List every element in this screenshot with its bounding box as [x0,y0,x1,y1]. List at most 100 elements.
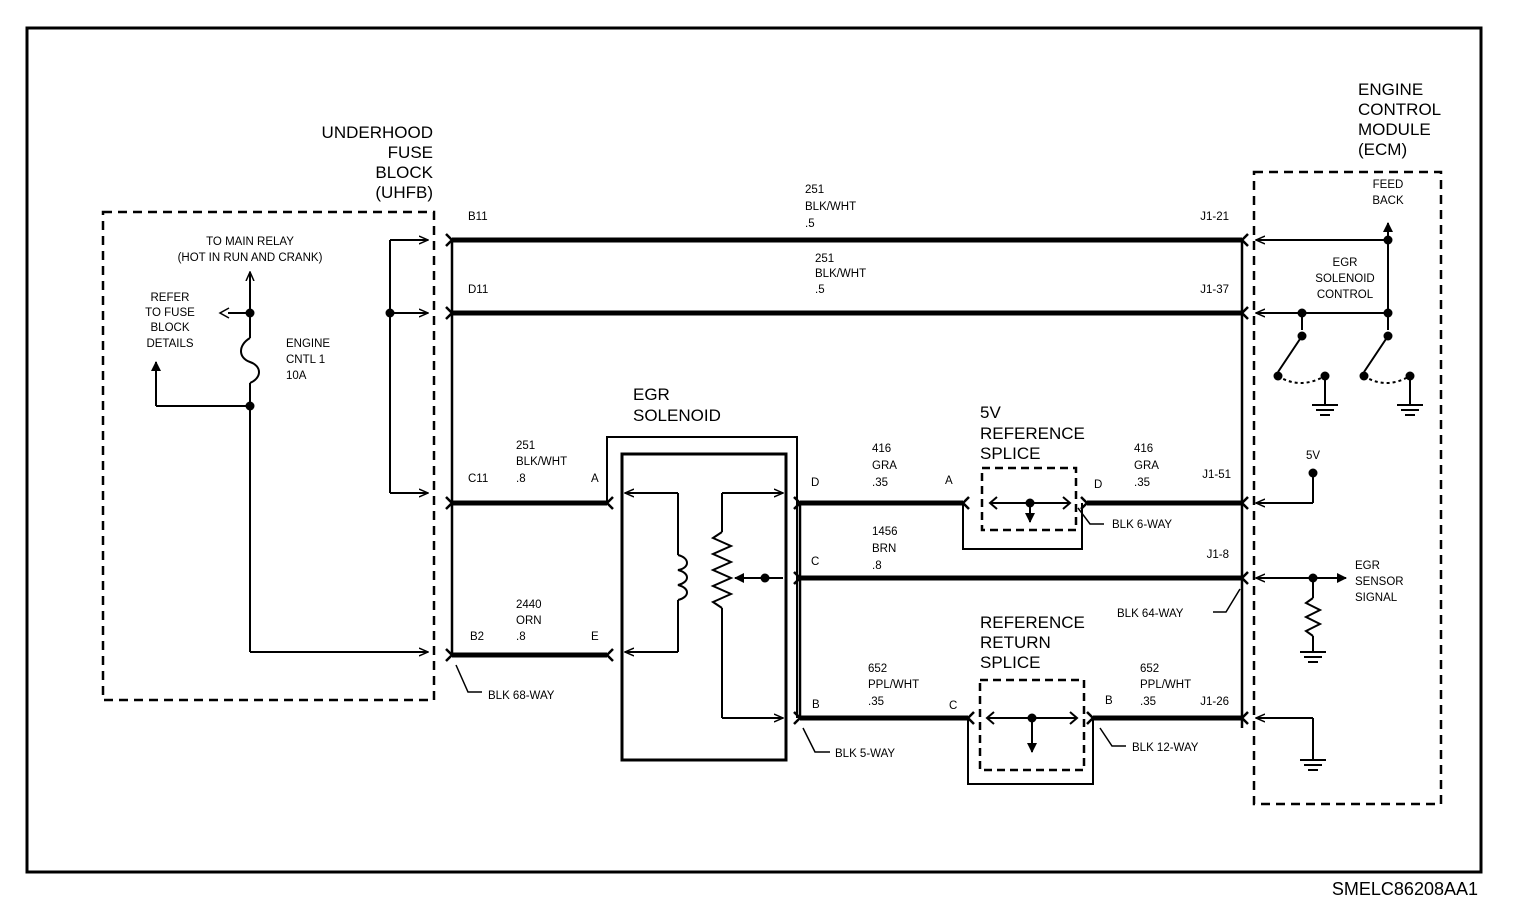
wire-label-c11: 251 BLK/WHT .8 [516,440,567,485]
svg-text:SPLICE: SPLICE [980,444,1040,463]
svg-text:SPLICE: SPLICE [980,653,1040,672]
diagram-frame [25,26,1483,874]
wire-label-b11: 251 BLK/WHT .5 [805,184,856,230]
uhfb-block [101,210,436,702]
svg-text:B: B [1105,695,1113,707]
svg-text:251: 251 [516,440,535,452]
svg-text:(HOT IN RUN AND CRANK): (HOT IN RUN AND CRANK) [178,252,323,264]
svg-text:GRA: GRA [872,460,897,472]
wire-label-d11: 251 BLK/WHT .5 [815,253,866,296]
connector-labels: BLK 68-WAY BLK 5-WAY BLK 6-WAY BLK 64-WA… [488,519,1199,760]
svg-text:PPL/WHT: PPL/WHT [1140,679,1191,691]
svg-text:REFERENCE: REFERENCE [980,613,1085,632]
egr-wiper-node [760,573,770,583]
svg-text:.8: .8 [872,560,882,572]
svg-text:BLOCK: BLOCK [151,322,190,334]
egr-solenoid-inner [620,452,788,762]
harness-wires [452,237,1242,721]
svg-text:D11: D11 [468,284,488,296]
svg-text:1456: 1456 [872,526,898,538]
svg-text:652: 652 [1140,663,1159,675]
svg-text:.35: .35 [872,477,888,489]
svg-text:BLK 64-WAY: BLK 64-WAY [1117,608,1184,620]
svg-text:BLK 6-WAY: BLK 6-WAY [1112,519,1172,531]
wire-label-416-left: 416 GRA .35 [872,443,897,489]
svg-text:BLK 68-WAY: BLK 68-WAY [488,690,555,702]
svg-text:.8: .8 [516,631,526,643]
egr-solenoid-title: EGR SOLENOID [633,385,721,425]
fuse-top-node [245,308,255,318]
ecm-internals [1256,222,1423,771]
svg-text:EGR: EGR [1355,560,1380,572]
svg-text:BRN: BRN [872,543,896,555]
svg-text:REFER: REFER [151,292,190,304]
svg-text:B2: B2 [470,631,484,643]
svg-text:UNDERHOOD: UNDERHOOD [322,123,433,142]
svg-text:BLK/WHT: BLK/WHT [815,268,866,280]
svg-text:BLK 12-WAY: BLK 12-WAY [1132,742,1199,754]
svg-text:MODULE: MODULE [1358,120,1431,139]
svg-text:EGR: EGR [1333,257,1358,269]
svg-text:251: 251 [815,253,834,265]
svg-text:(ECM): (ECM) [1358,140,1407,159]
svg-text:ENGINE: ENGINE [1358,80,1423,99]
connector-marks [445,233,1249,725]
svg-text:SIGNAL: SIGNAL [1355,592,1398,604]
svg-text:.35: .35 [868,696,884,708]
svg-text:J1-21: J1-21 [1200,211,1229,223]
ecm-title: ENGINE CONTROL MODULE (ECM) [1358,80,1441,159]
svg-text:B: B [812,699,820,711]
svg-text:.5: .5 [815,284,825,296]
svg-text:251: 251 [805,184,824,196]
connector-callouts [455,507,1241,753]
ret-splice-return [967,718,1094,785]
ret-splice-node [1027,713,1037,723]
svg-text:CONTROL: CONTROL [1317,289,1374,301]
svg-text:C11: C11 [468,473,488,485]
ref-splice-node [1025,498,1035,508]
svg-text:FUSE: FUSE [388,143,433,162]
wire-label-416-right: 416 GRA .35 [1134,443,1159,489]
ret-splice-box [978,678,1086,772]
svg-text:SOLENOID: SOLENOID [1315,273,1374,285]
svg-text:BACK: BACK [1372,195,1404,207]
svg-text:D: D [1094,479,1102,491]
svg-text:C: C [949,700,957,712]
ret-splice-title: REFERENCE RETURN SPLICE [980,613,1085,672]
harness-verticals [450,240,1244,728]
ecm-labels: FEED BACK EGR SOLENOID CONTROL 5V EGR SE… [1306,179,1404,604]
ecm-block [1252,170,1443,806]
svg-text:416: 416 [1134,443,1153,455]
svg-text:BLK/WHT: BLK/WHT [516,456,567,468]
svg-text:652: 652 [868,663,887,675]
fuse-circuit [151,272,428,652]
svg-text:A: A [591,473,599,485]
svg-text:A: A [945,475,953,487]
svg-text:SENSOR: SENSOR [1355,576,1404,588]
svg-text:CONTROL: CONTROL [1358,100,1441,119]
egr-solenoid-outline [606,436,798,718]
ref-splice-title: 5V REFERENCE SPLICE [980,403,1085,463]
svg-text:.35: .35 [1140,696,1156,708]
ref-splice-return [962,503,1083,550]
svg-text:ORN: ORN [516,615,542,627]
ecm-nodes [1273,235,1415,583]
egr-solenoid-internals [625,493,783,718]
svg-text:DETAILS: DETAILS [146,338,193,350]
svg-text:FEED: FEED [1373,179,1404,191]
svg-text:RETURN: RETURN [980,633,1051,652]
svg-text:CNTL 1: CNTL 1 [286,354,325,366]
svg-text:416: 416 [872,443,891,455]
svg-text:BLK/WHT: BLK/WHT [805,201,856,213]
svg-text:GRA: GRA [1134,460,1159,472]
svg-text:5V: 5V [1306,450,1320,462]
svg-text:.35: .35 [1134,477,1150,489]
uhfb-feed-bus [389,240,428,493]
wire-label-1456: 1456 BRN .8 [872,526,898,572]
uhfb-bus-node [385,308,395,318]
svg-text:B11: B11 [468,211,488,223]
svg-text:E: E [591,631,599,643]
fuse-arrow-left [218,307,230,319]
uhfb-title: UNDERHOOD FUSE BLOCK (UHFB) [322,123,434,202]
svg-text:5V: 5V [980,403,1001,422]
